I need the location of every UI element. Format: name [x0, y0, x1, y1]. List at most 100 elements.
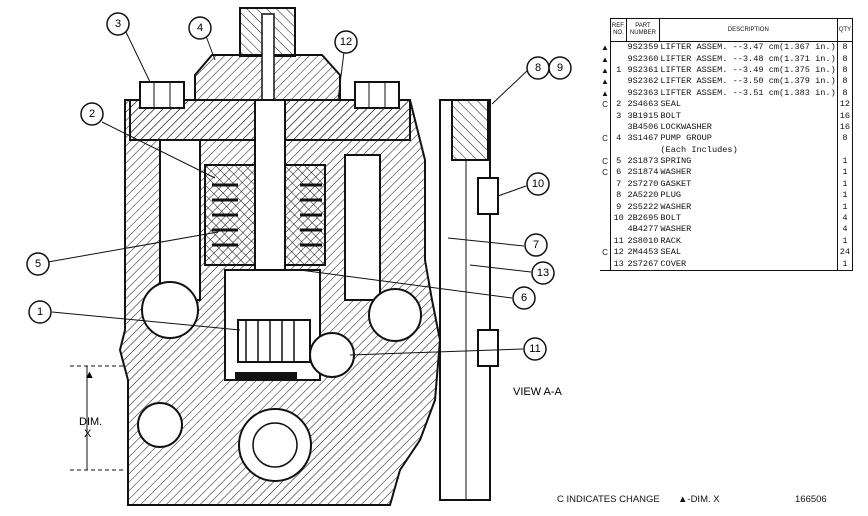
part-ref: 10	[609, 212, 627, 225]
part-mark: ▲	[601, 88, 609, 98]
part-description: LIFTER ASSEM. --3.50 cm(1.379 in.)	[660, 76, 836, 87]
svg-text:7: 7	[533, 239, 539, 251]
part-mark	[600, 201, 610, 212]
part-mark: ▲	[601, 65, 609, 75]
part-qty: 12	[836, 98, 854, 111]
part-qty: 8	[836, 64, 854, 77]
part-description: BOLT	[660, 110, 682, 121]
part-number: 3B4506	[627, 121, 659, 132]
bolt-heads	[139, 81, 400, 109]
part-mark: ▲	[601, 54, 609, 64]
part-description: SPRING	[660, 156, 692, 167]
svg-text:9: 9	[557, 62, 563, 74]
part-number: 2B2695	[627, 213, 659, 224]
part-qty: 8	[836, 53, 854, 65]
bores	[137, 139, 422, 482]
part-ref: 6	[609, 167, 627, 179]
callout-8: 8	[526, 56, 550, 80]
part-qty: 1	[836, 190, 854, 202]
part-ref	[609, 53, 627, 65]
header-description: DESCRIPTION	[658, 18, 838, 42]
part-qty: 1	[836, 155, 854, 168]
plunger-assembly	[204, 99, 355, 381]
svg-text:8: 8	[535, 62, 541, 74]
leader-lines	[47, 31, 532, 356]
part-description: SEAL	[660, 99, 682, 110]
part-qty: 1	[836, 178, 854, 191]
callouts: 3 4 12 8 9 2 10 5 7 13 6 1 11	[26, 12, 572, 361]
header-qty: QTY	[836, 18, 854, 42]
part-mark: ▲	[601, 77, 609, 87]
part-ref: 13	[609, 258, 627, 271]
pump-cross-section-drawing: ▲ DIM. X VIEW A-A 3 4 12 8 9 2 10 5 7 13…	[26, 7, 572, 506]
part-ref	[609, 224, 627, 236]
part-number: 9S2362	[627, 76, 659, 87]
part-number: 2S8010	[627, 235, 659, 246]
part-mark: C	[602, 134, 608, 144]
part-ref: 12	[609, 247, 627, 259]
part-ref: 9	[609, 201, 627, 213]
table-row: (Each Includes)	[600, 144, 854, 156]
part-description: PUMP GROUP	[660, 133, 712, 144]
part-mark	[600, 213, 610, 224]
part-description: SEAL	[660, 247, 682, 258]
part-ref: 11	[609, 235, 627, 248]
header-part-number: PART NUMBER	[625, 18, 660, 42]
part-description: WASHER	[660, 201, 692, 212]
part-number: 3B1915	[627, 110, 659, 121]
part-number: 2S1874	[627, 167, 659, 178]
part-description: RACK	[660, 235, 682, 246]
part-description: LIFTER ASSEM. --3.49 cm(1.375 in.)	[660, 64, 836, 75]
svg-text:10: 10	[532, 178, 544, 190]
callout-6: 6	[512, 286, 536, 310]
part-number	[626, 145, 659, 156]
table-header-row: REF. NO. PART NUMBER DESCRIPTION QTY	[600, 18, 854, 42]
part-qty: 8	[836, 133, 854, 145]
part-ref: 1	[609, 64, 627, 77]
callout-3: 3	[106, 12, 130, 36]
part-qty: 1	[836, 258, 854, 271]
part-description: BOLT	[660, 213, 682, 224]
part-qty: 8	[836, 87, 854, 99]
view-label: VIEW A-A	[513, 386, 563, 398]
part-ref	[609, 76, 627, 88]
part-number: 4B4277	[627, 224, 659, 235]
callout-11: 11	[523, 337, 547, 361]
parts-list-table: REF. NO. PART NUMBER DESCRIPTION QTY ▲9S…	[600, 18, 854, 271]
part-qty: 8	[836, 76, 854, 88]
part-mark: C	[602, 157, 608, 167]
part-ref	[609, 121, 627, 134]
svg-text:▲: ▲	[84, 369, 95, 381]
part-description: LIFTER ASSEM. --3.51 cm(1.383 in.)	[660, 87, 836, 98]
svg-text:4: 4	[197, 22, 203, 34]
part-qty: 8	[836, 41, 854, 54]
part-ref: 2	[609, 98, 627, 111]
part-number: 9S2360	[627, 53, 659, 64]
callout-12: 12	[334, 30, 358, 54]
part-description: LOCKWASHER	[660, 121, 712, 132]
svg-text:12: 12	[340, 36, 352, 48]
part-qty: 4	[836, 212, 854, 225]
part-description: WASHER	[660, 224, 692, 235]
part-ref: 4	[609, 133, 627, 145]
part-description: LIFTER ASSEM. --3.47 cm(1.367 in.)	[660, 42, 836, 53]
header-ref: REF. NO.	[609, 18, 627, 42]
part-description: GASKET	[660, 178, 692, 189]
part-ref: 3	[609, 110, 627, 122]
svg-text:13: 13	[537, 267, 549, 279]
part-qty: 24	[836, 247, 854, 259]
callout-10: 10	[526, 172, 550, 196]
part-number: 9S2363	[627, 87, 659, 98]
